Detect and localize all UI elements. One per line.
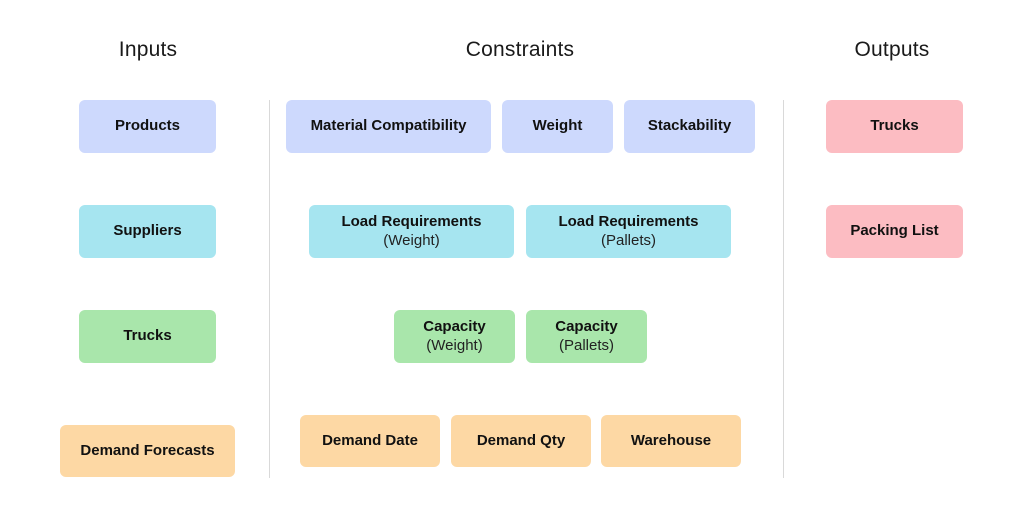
constraint-material-compatibility-box: Material Compatibility xyxy=(286,100,491,153)
input-products-box: Products xyxy=(79,100,216,153)
input-products-label: Products xyxy=(114,117,180,135)
constraint-load-requirements-weight-box: Load Requirements (Weight) xyxy=(309,205,514,258)
outputs-heading: Outputs xyxy=(854,38,930,61)
input-demand-forecasts-label: Demand Forecasts xyxy=(80,441,215,459)
constraints-heading: Constraints xyxy=(465,38,575,61)
input-trucks-box: Trucks xyxy=(79,310,216,363)
constraint-material-compatibility-label: Material Compatibility xyxy=(310,117,467,135)
constraints-outputs-divider xyxy=(783,100,784,478)
constraint-load-requirements-weight-sub: (Weight) xyxy=(383,231,440,249)
constraint-capacity-weight-box: Capacity (Weight) xyxy=(394,310,515,363)
output-packing-list-label: Packing List xyxy=(850,222,939,240)
inputs-heading: Inputs xyxy=(118,38,178,61)
constraint-weight-label: Weight xyxy=(532,117,583,135)
input-suppliers-box: Suppliers xyxy=(79,205,216,258)
input-trucks-label: Trucks xyxy=(123,327,172,345)
constraint-warehouse-box: Warehouse xyxy=(601,415,741,467)
output-trucks-box: Trucks xyxy=(826,100,963,153)
constraint-capacity-weight-title: Capacity xyxy=(423,318,486,336)
input-demand-forecasts-box: Demand Forecasts xyxy=(60,425,235,477)
constraint-load-requirements-pallets-box: Load Requirements (Pallets) xyxy=(526,205,731,258)
inputs-constraints-divider xyxy=(269,100,270,478)
constraint-stackability-box: Stackability xyxy=(624,100,755,153)
constraint-load-requirements-pallets-title: Load Requirements xyxy=(558,213,699,231)
constraint-load-requirements-weight-title: Load Requirements xyxy=(341,213,482,231)
input-suppliers-label: Suppliers xyxy=(113,222,182,240)
constraint-capacity-weight-sub: (Weight) xyxy=(426,336,483,354)
constraint-capacity-pallets-sub: (Pallets) xyxy=(558,336,614,354)
constraint-demand-qty-box: Demand Qty xyxy=(451,415,591,467)
constraint-demand-date-box: Demand Date xyxy=(300,415,440,467)
output-packing-list-box: Packing List xyxy=(826,205,963,258)
output-trucks-label: Trucks xyxy=(870,117,919,135)
constraint-warehouse-label: Warehouse xyxy=(630,431,712,449)
constraint-load-requirements-pallets-sub: (Pallets) xyxy=(600,231,656,249)
constraint-stackability-label: Stackability xyxy=(647,117,732,135)
constraint-demand-date-label: Demand Date xyxy=(322,431,418,449)
constraint-weight-box: Weight xyxy=(502,100,613,153)
constraint-capacity-pallets-box: Capacity (Pallets) xyxy=(526,310,647,363)
constraint-demand-qty-label: Demand Qty xyxy=(476,431,566,449)
constraint-capacity-pallets-title: Capacity xyxy=(555,318,618,336)
